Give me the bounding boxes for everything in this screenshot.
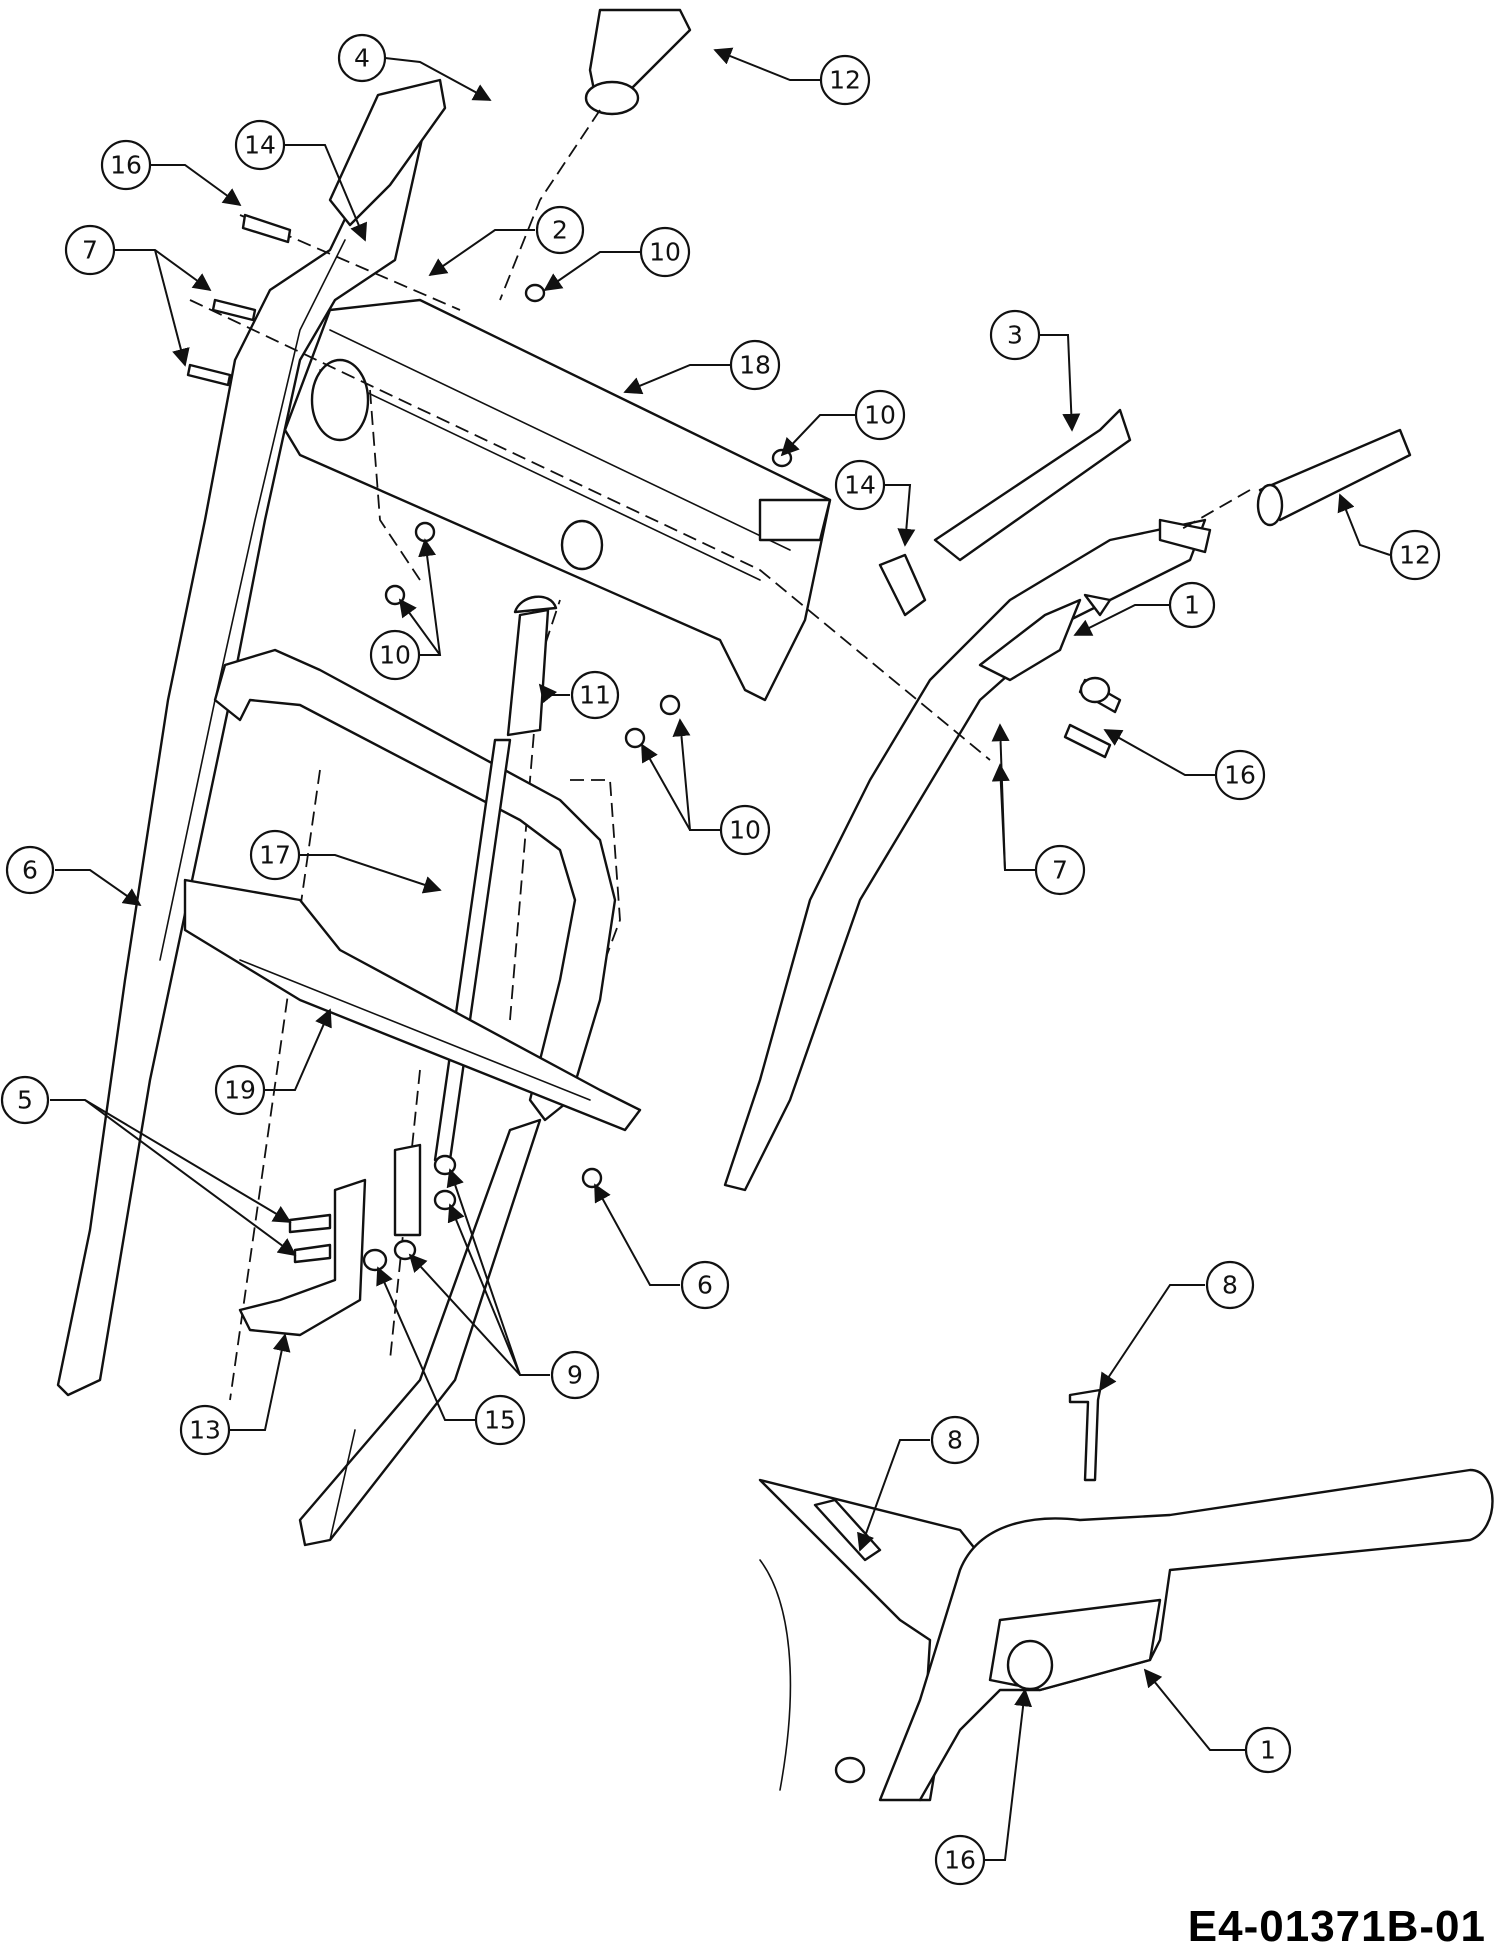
- callout-13-label: 13: [189, 1416, 221, 1445]
- callout-12-right-label: 12: [1399, 541, 1431, 570]
- callout-14-right-label: 14: [844, 471, 876, 500]
- callout-5-label: 5: [17, 1086, 33, 1115]
- callout-10-left: 10: [369, 629, 421, 681]
- callout-10-top-label: 10: [649, 238, 681, 267]
- callout-8-top-label: 8: [1222, 1271, 1238, 1300]
- callout-7-left-label: 7: [82, 236, 98, 265]
- callout-10-middle-label: 10: [729, 816, 761, 845]
- callout-6-left-label: 6: [22, 856, 38, 885]
- drawing-code: E4-01371B-01: [1187, 1902, 1486, 1951]
- right-grip: [1256, 428, 1412, 527]
- callout-2-label: 2: [552, 216, 568, 245]
- callout-1-inset-label: 1: [1260, 1736, 1276, 1765]
- callout-7-right: 7: [1034, 844, 1086, 896]
- callout-17-label: 17: [259, 841, 291, 870]
- callout-14-left: 14: [234, 119, 286, 171]
- callout-11: 11: [570, 670, 620, 720]
- callout-6-left: 6: [5, 845, 55, 895]
- callout-4: 4: [337, 33, 387, 83]
- callout-10-right-label: 10: [864, 401, 896, 430]
- callout-17: 17: [249, 829, 301, 881]
- callout-7-left: 7: [64, 224, 116, 276]
- control-plate: [183, 878, 642, 1132]
- callout-16-left: 16: [100, 139, 152, 191]
- callout-10-left-label: 10: [379, 641, 411, 670]
- callout-10-top: 10: [639, 226, 691, 278]
- dashboard-panel: [283, 298, 832, 702]
- callout-9-label: 9: [567, 1361, 583, 1390]
- callout-8-inset-label: 8: [947, 1426, 963, 1455]
- callout-16-left-label: 16: [110, 151, 142, 180]
- callout-16-right: 16: [1214, 749, 1266, 801]
- callout-16-inset-label: 16: [944, 1846, 976, 1875]
- callout-16-right-label: 16: [1224, 761, 1256, 790]
- callout-3: 3: [989, 309, 1041, 361]
- callout-8-inset: 8: [930, 1415, 980, 1465]
- callout-18: 18: [729, 339, 781, 391]
- callout-5: 5: [0, 1075, 50, 1125]
- right-upper-handle: [933, 408, 1132, 562]
- callout-19-label: 19: [224, 1076, 256, 1105]
- callout-19: 19: [214, 1064, 266, 1116]
- callout-4-label: 4: [354, 44, 370, 73]
- callout-9: 9: [550, 1350, 600, 1400]
- left-upper-handle: [328, 78, 447, 227]
- bracket-assembly: [238, 1143, 457, 1337]
- callout-1-top-label: 1: [1184, 591, 1200, 620]
- right-bracket: [878, 553, 1111, 704]
- callout-1-inset: 1: [1244, 1726, 1292, 1774]
- callout-13: 13: [179, 1404, 231, 1456]
- assembly-lines: [189, 109, 1251, 1401]
- detail-inset: [758, 1468, 1494, 1802]
- callout-10-right: 10: [854, 389, 906, 441]
- left-grip: [584, 8, 692, 116]
- callout-14-left-label: 14: [244, 131, 276, 160]
- callout-10-middle: 10: [719, 804, 771, 856]
- callout-6-right-label: 6: [697, 1271, 713, 1300]
- callout-15: 15: [474, 1394, 526, 1446]
- callout-14-right: 14: [834, 459, 886, 511]
- callout-1-top: 1: [1168, 581, 1216, 629]
- callout-7-right-label: 7: [1052, 856, 1068, 885]
- callout-12-top: 12: [819, 54, 871, 106]
- callout-6-right: 6: [680, 1260, 730, 1310]
- callout-12-top-label: 12: [829, 66, 861, 95]
- callout-3-label: 3: [1007, 321, 1023, 350]
- leader-lines: [50, 47, 1391, 1861]
- callout-16-inset: 16: [934, 1834, 986, 1886]
- callout-12-right: 12: [1389, 529, 1441, 581]
- callout-2: 2: [535, 205, 585, 255]
- callout-18-label: 18: [739, 351, 771, 380]
- callout-8-top: 8: [1205, 1260, 1255, 1310]
- lower-bail-loop: [213, 648, 617, 1547]
- left-handle-tube: [56, 103, 430, 1397]
- callout-15-label: 15: [484, 1406, 516, 1435]
- callout-11-label: 11: [579, 681, 611, 710]
